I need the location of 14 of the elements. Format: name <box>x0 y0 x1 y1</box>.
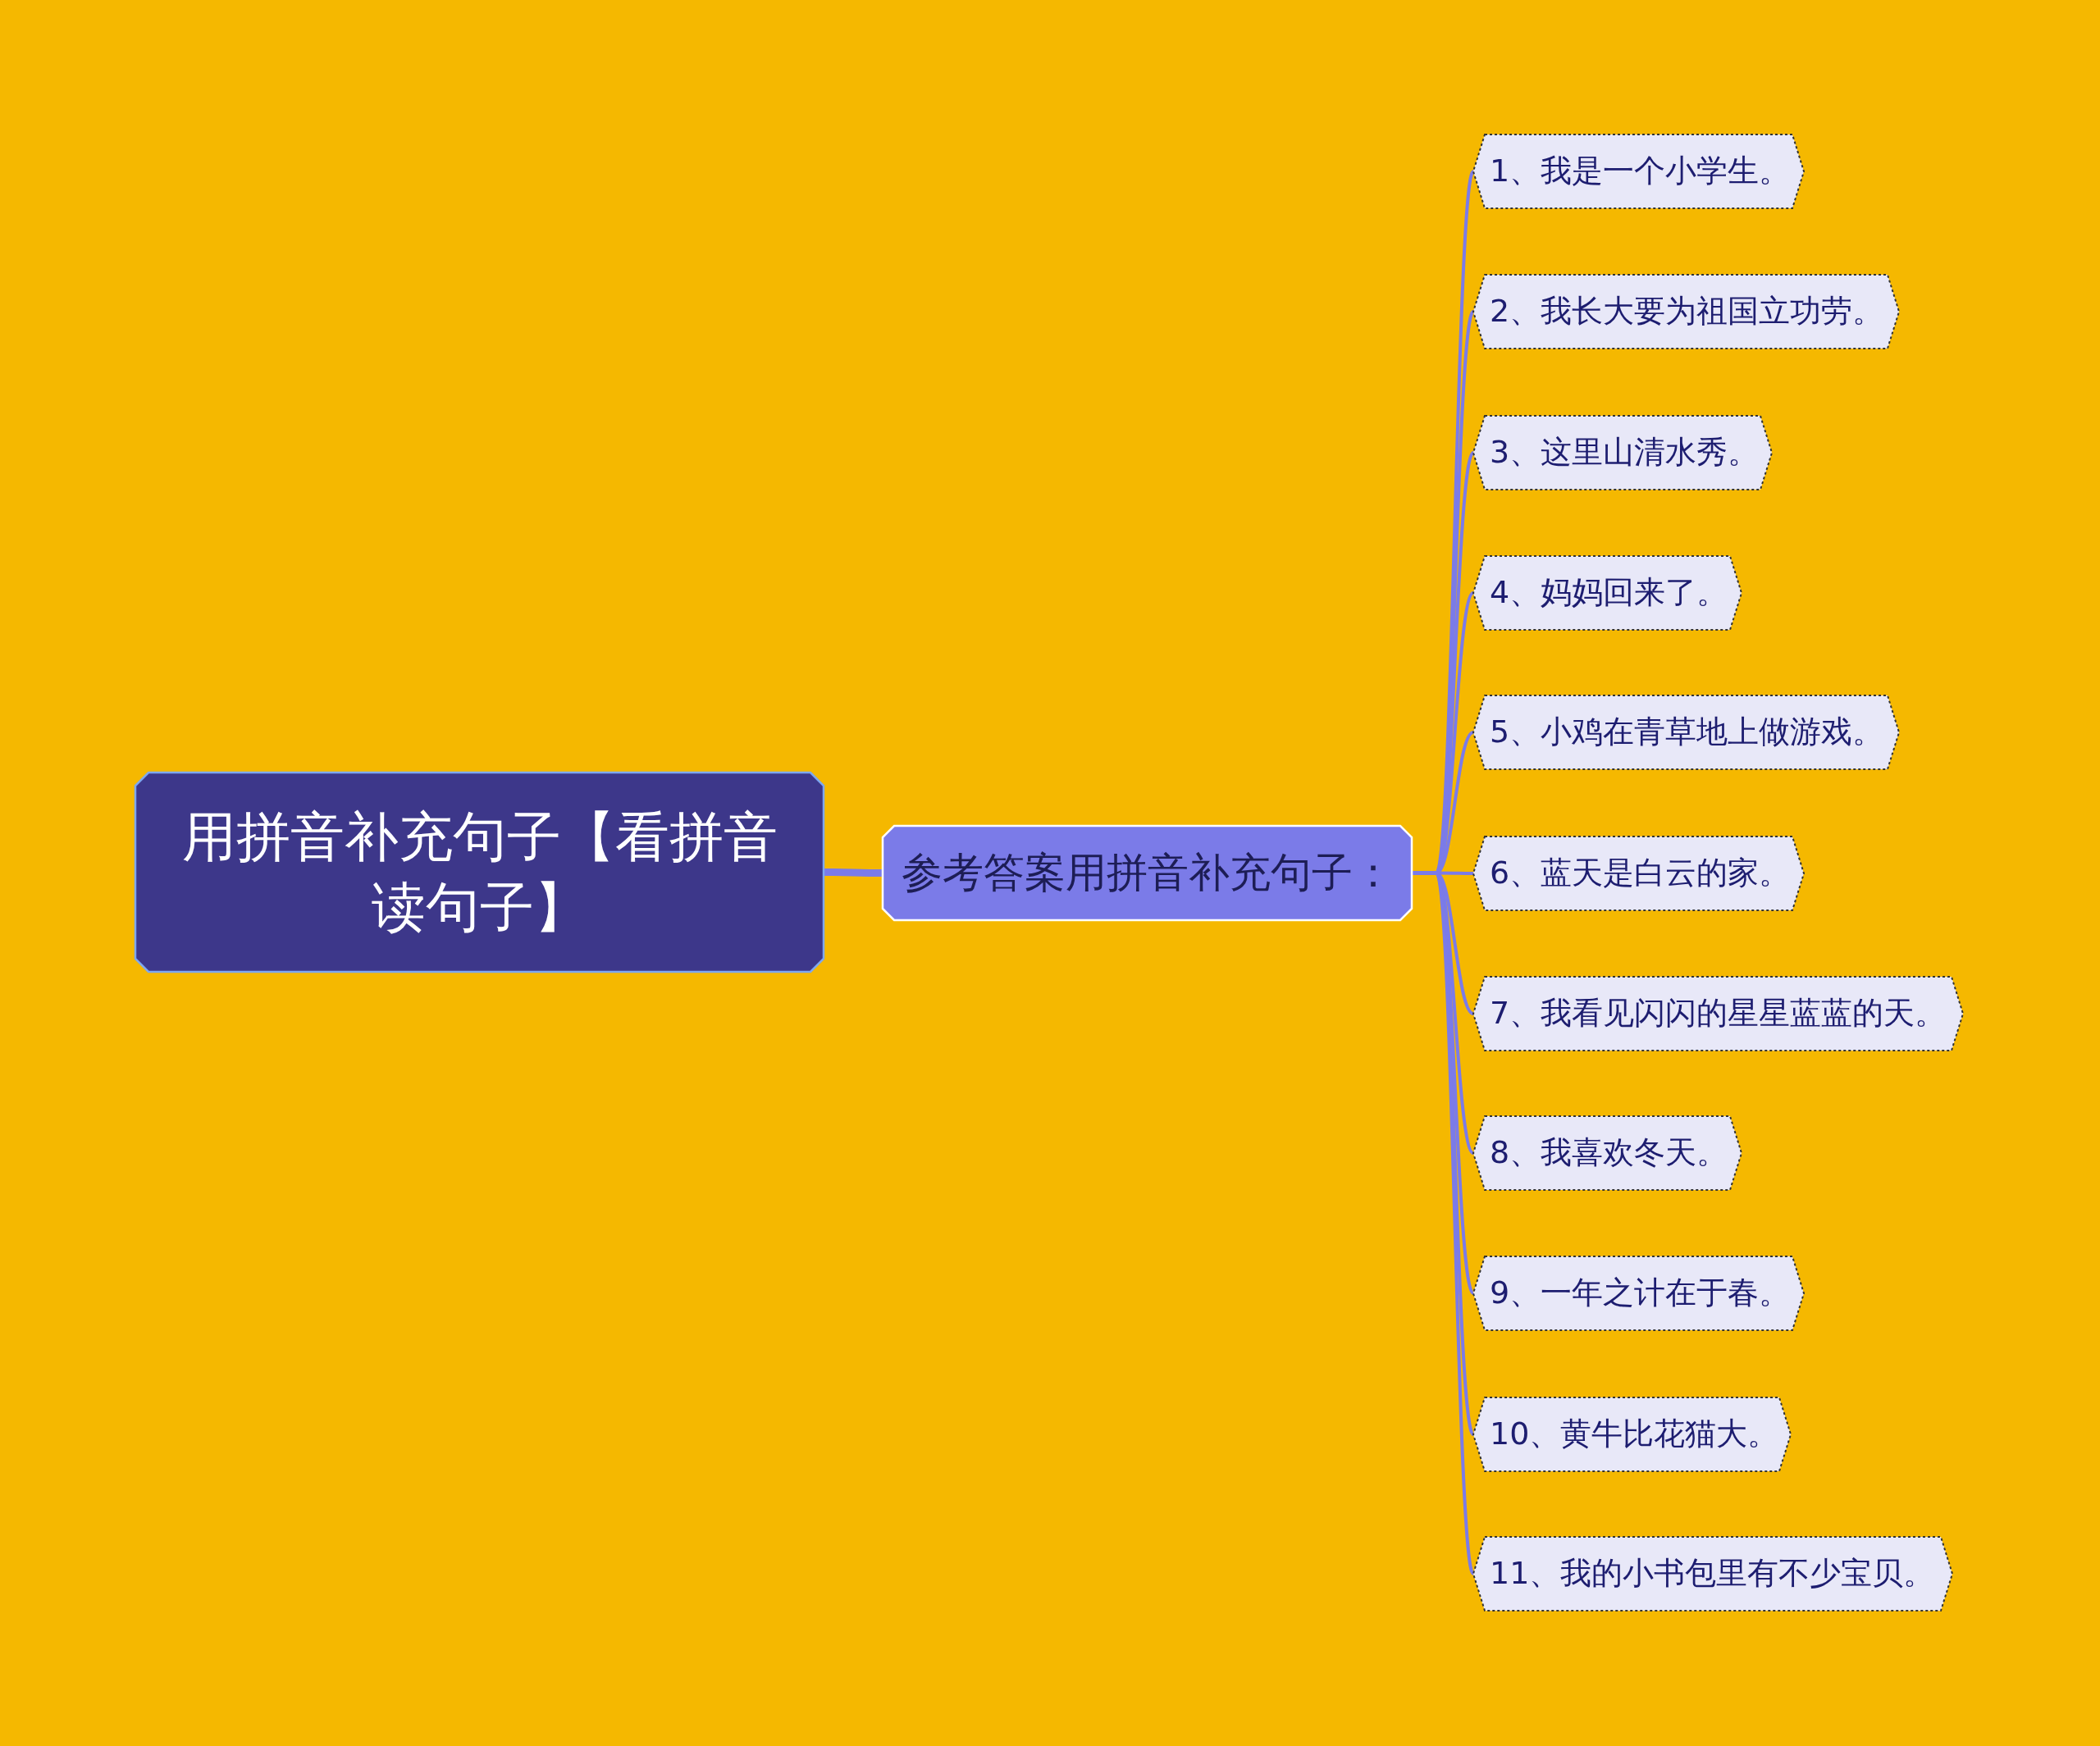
sentence-box: 11、我的小书包里有不少宝贝。 <box>1473 1537 1952 1611</box>
root-topic-box: 用拼音补充句子【看拼音读句子】 <box>135 773 824 972</box>
connector-line <box>824 868 883 877</box>
sentence-box: 6、蓝天是白云的家。 <box>1473 837 1804 910</box>
sentence-box: 8、我喜欢冬天。 <box>1473 1116 1742 1190</box>
sentence-box: 9、一年之计在于春。 <box>1473 1256 1804 1330</box>
sentence-box: 4、妈妈回来了。 <box>1473 556 1742 630</box>
sentence-box: 7、我看见闪闪的星星蓝蓝的天。 <box>1473 977 1963 1051</box>
sentence-box: 1、我是一个小学生。 <box>1473 134 1804 208</box>
sentence-box: 3、这里山清水秀。 <box>1473 416 1772 490</box>
sentence-box: 5、小鸡在青草地上做游戏。 <box>1473 695 1899 769</box>
sentence-box: 2、我长大要为祖国立功劳。 <box>1473 275 1899 349</box>
topic-box: 参考答案用拼音补充句子： <box>883 826 1412 920</box>
sentence-box: 10、黄牛比花猫大。 <box>1473 1397 1791 1471</box>
